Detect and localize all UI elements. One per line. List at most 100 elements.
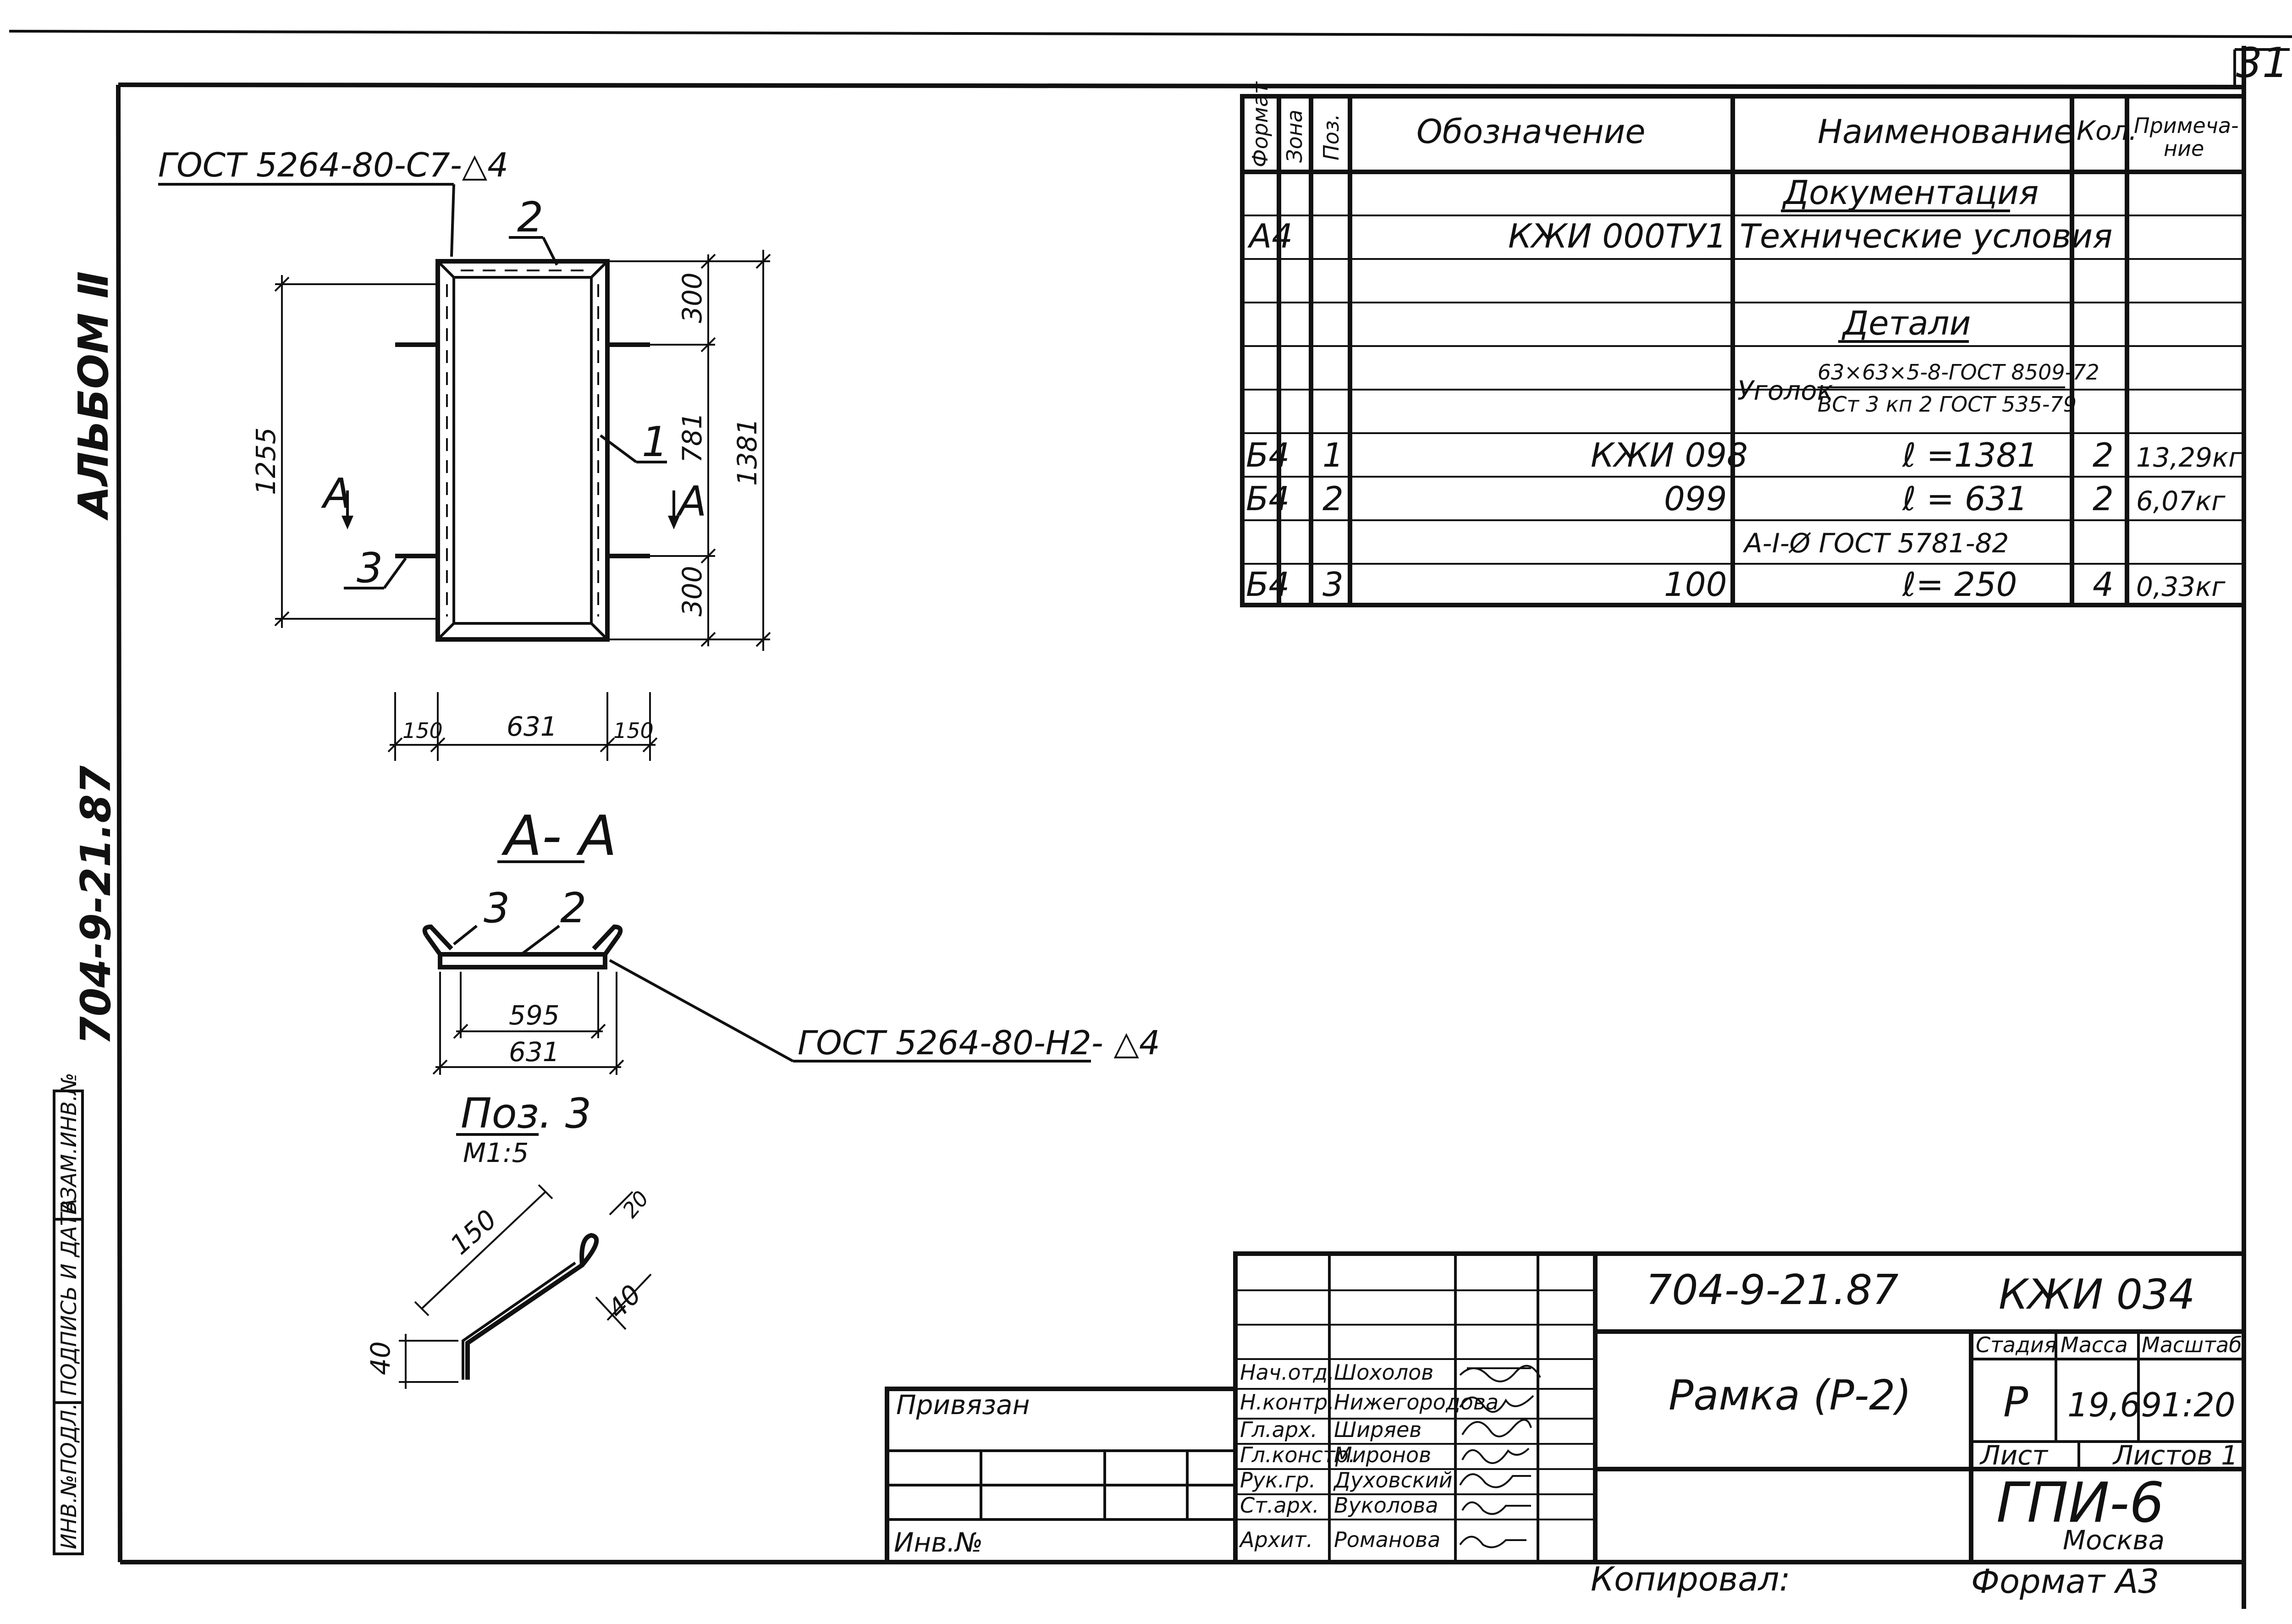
section-mark-left: А bbox=[321, 470, 352, 518]
dim-side-left-150: 150 bbox=[402, 718, 443, 743]
header-pos: Поз. bbox=[1319, 114, 1344, 160]
section-dim-595: 595 bbox=[509, 1000, 560, 1031]
sig-name-0: Шохолов bbox=[1334, 1360, 1433, 1385]
dim-left-1255: 1255 bbox=[250, 427, 281, 495]
dim-width-631: 631 bbox=[507, 711, 557, 742]
row5-qty: 2 bbox=[2093, 436, 2114, 474]
tb-mass: 19,69 bbox=[2067, 1386, 2162, 1424]
section-documentation: Документация bbox=[1782, 173, 2039, 212]
angle-line2: ВСт 3 кп 2 ГОСТ 535-79 bbox=[1818, 392, 2077, 417]
tb-stage-header: Стадия bbox=[1976, 1332, 2056, 1357]
tb-city: Москва bbox=[2063, 1525, 2165, 1556]
sig-name-6: Романова bbox=[1334, 1527, 1440, 1552]
angle-label: Уголок bbox=[1737, 375, 1833, 406]
margin-stamp-box bbox=[53, 1090, 84, 1555]
row6-qty: 2 bbox=[2093, 479, 2114, 518]
sig-name-2: Ширяев bbox=[1334, 1417, 1421, 1442]
row8-pos: 3 bbox=[1322, 565, 1344, 604]
row5-note: 13,29кг bbox=[2136, 442, 2242, 473]
tb-sheet-label: Лист bbox=[1979, 1440, 2049, 1471]
pos3-title: Поз. 3 bbox=[461, 1090, 591, 1138]
angle-line1: 63×63×5-8-ГОСТ 8509-72 bbox=[1818, 360, 2099, 385]
sig-name-5: Вуколова bbox=[1334, 1493, 1438, 1518]
row5-name: ℓ =1381 bbox=[1901, 436, 2038, 474]
section-title: А- А bbox=[501, 804, 617, 868]
weld-callout-section: ГОСТ 5264-80-Н2- △4 bbox=[798, 1024, 1160, 1062]
sig-role-4: Рук.гр. bbox=[1240, 1468, 1316, 1492]
dim-top-300: 300 bbox=[677, 272, 708, 323]
row7-name: А-I-Ø ГОСТ 5781-82 bbox=[1742, 528, 2009, 559]
section-pos-label-2: 2 bbox=[560, 884, 586, 932]
sig-name-3: Миронов bbox=[1334, 1442, 1431, 1467]
header-qty: Кол. bbox=[2077, 115, 2137, 146]
pos-label-1: 1 bbox=[642, 418, 668, 466]
sheet-number: 31 bbox=[2236, 39, 2289, 87]
section-aa-view bbox=[422, 924, 1091, 1075]
row8-name: ℓ= 250 bbox=[1901, 565, 2017, 604]
row8-format: Б4 bbox=[1246, 565, 1289, 604]
album-code: АЛЬБОМ Ⅱ bbox=[70, 271, 118, 521]
header-zone: Зона bbox=[1282, 110, 1307, 163]
margin-project-code: 704-9-21.87 bbox=[72, 765, 120, 1045]
header-name: Наименование bbox=[1818, 112, 2074, 151]
sheet-frame bbox=[9, 30, 2292, 1609]
row6-format: Б4 bbox=[1246, 479, 1289, 518]
dim-side-right-150: 150 bbox=[613, 718, 654, 743]
frame-dimensions bbox=[274, 250, 771, 761]
row8-note: 0,33кг bbox=[2136, 571, 2226, 602]
row1-format: А4 bbox=[1247, 217, 1293, 255]
weld-callout-frame: ГОСТ 5264-80-С7-△4 bbox=[158, 146, 508, 184]
pos-1-leader bbox=[600, 434, 637, 463]
spec-table-grid bbox=[1240, 94, 2246, 607]
row6-name: ℓ = 631 bbox=[1901, 479, 2028, 518]
dim-overall-1381: 1381 bbox=[732, 418, 763, 486]
header-format: Формат bbox=[1248, 81, 1273, 167]
tb-title: Рамка (Р-2) bbox=[1669, 1371, 1912, 1420]
tb-org: ГПИ-6 bbox=[1996, 1471, 2165, 1535]
row5-pos: 1 bbox=[1322, 436, 1344, 474]
header-designation: Обозначение bbox=[1416, 112, 1646, 151]
inv-label: Инв.№ bbox=[894, 1527, 983, 1558]
pos-label-3: 3 bbox=[357, 544, 383, 592]
tied-label: Привязан bbox=[896, 1389, 1030, 1420]
dim-bottom-300: 300 bbox=[677, 566, 708, 617]
pos-3-leader bbox=[383, 557, 407, 589]
handwritten-signatures bbox=[1459, 1365, 1541, 1548]
tb-sheets-label: Листов 1 bbox=[2112, 1440, 2238, 1471]
copied-label: Копировал: bbox=[1591, 1560, 1791, 1598]
row8-designation: 100 bbox=[1664, 565, 1727, 604]
dim-middle-781: 781 bbox=[677, 412, 708, 463]
row8-qty: 4 bbox=[2093, 565, 2114, 604]
pos-2-leader bbox=[542, 237, 558, 266]
format-label: Формат А3 bbox=[1971, 1562, 2159, 1601]
sig-role-5: Ст.арх. bbox=[1240, 1493, 1319, 1518]
tb-project-code: 704-9-21.87 bbox=[1646, 1266, 1899, 1314]
sig-role-1: Н.контр. bbox=[1240, 1390, 1334, 1415]
row5-format: Б4 bbox=[1246, 436, 1289, 474]
sig-role-0: Нач.отд. bbox=[1240, 1360, 1334, 1385]
tb-stage: Р bbox=[2003, 1378, 2028, 1426]
section-mark-right: А bbox=[676, 478, 707, 526]
section-details: Детали bbox=[1841, 304, 1971, 342]
row6-designation: 099 bbox=[1664, 479, 1727, 518]
pos3-dim-20: 20 bbox=[617, 1186, 654, 1223]
header-note-line1: Примеча- bbox=[2134, 113, 2239, 138]
pos3-bar-shape bbox=[399, 1184, 652, 1389]
row1-designation: КЖИ 000ТУ1 bbox=[1508, 217, 1727, 255]
frame-elevation bbox=[342, 259, 680, 642]
pos3-dim-150: 150 bbox=[444, 1204, 503, 1261]
sig-role-2: Гл.арх. bbox=[1240, 1417, 1317, 1442]
pos3-dim-leg-40: 40 bbox=[365, 1341, 396, 1375]
sig-role-3: Гл.констр. bbox=[1240, 1442, 1355, 1467]
tb-mass-header: Масса bbox=[2061, 1332, 2128, 1357]
weld-callout-leader bbox=[158, 183, 455, 257]
row6-note: 6,07кг bbox=[2136, 485, 2226, 517]
section-pos-label-3: 3 bbox=[484, 884, 510, 932]
row1-name: Технические условия bbox=[1740, 217, 2112, 255]
tb-scale: 1:20 bbox=[2161, 1386, 2236, 1424]
pos-label-2: 2 bbox=[517, 193, 543, 242]
row6-pos: 2 bbox=[1322, 479, 1344, 518]
sig-name-4: Духовский bbox=[1333, 1468, 1453, 1492]
section-dim-631: 631 bbox=[509, 1036, 560, 1068]
